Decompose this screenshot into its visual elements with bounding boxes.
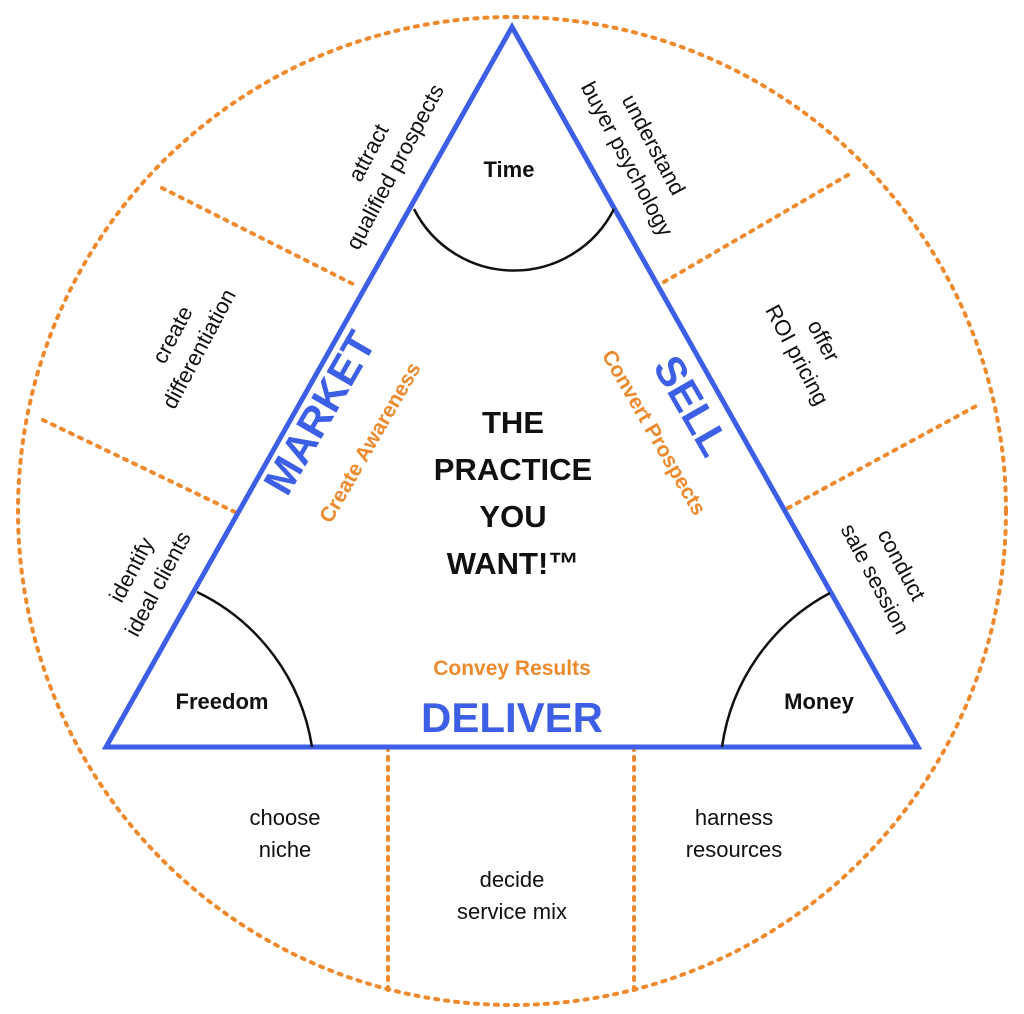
corner-label-time: Time	[484, 157, 535, 182]
segment-conduct: conduct sale session	[836, 519, 931, 638]
center-line: WANT!™	[447, 546, 580, 581]
segment-line: harness	[695, 805, 773, 830]
segment-line: choose	[250, 805, 321, 830]
corner-label-money: Money	[784, 689, 854, 714]
side-title-deliver: DELIVER	[421, 694, 603, 741]
money-arc	[720, 591, 831, 748]
center-line: YOU	[479, 499, 546, 534]
corner-label-freedom: Freedom	[176, 689, 269, 714]
segment-attract: attract qualified prospects	[341, 80, 449, 254]
side-subtitle-deliver: Convey Results	[433, 657, 591, 680]
center-line: PRACTICE	[434, 452, 592, 487]
segment-differentiation: create differentiation	[147, 285, 241, 413]
freedom-arc	[196, 590, 314, 748]
practice-triangle	[101, 21, 923, 750]
side-title-market: MARKET	[254, 323, 385, 502]
segment-service: decide service mix	[457, 867, 567, 924]
divider-line	[41, 418, 239, 515]
segment-dividers	[41, 170, 980, 993]
segment-line: decide	[480, 867, 545, 892]
segment-understand: understand buyer psychology	[576, 77, 691, 240]
segment-line: service mix	[457, 899, 567, 924]
outer-dotted-circle	[16, 15, 1008, 1007]
segment-offer: offer ROI pricing	[760, 300, 845, 409]
segment-line: niche	[259, 837, 312, 862]
corner-arcs	[196, 208, 831, 748]
divider-line	[160, 186, 359, 288]
segment-harness: harness resources	[686, 805, 783, 862]
segment-line: resources	[686, 837, 783, 862]
segment-identify: identify ideal clients	[104, 527, 196, 640]
time-arc	[412, 208, 616, 272]
divider-line	[786, 403, 980, 510]
center-line: THE	[482, 405, 544, 440]
divider-line	[662, 170, 855, 284]
segment-niche: choose niche	[250, 805, 321, 862]
center-title: THE PRACTICE YOU WANT!™	[434, 405, 592, 581]
